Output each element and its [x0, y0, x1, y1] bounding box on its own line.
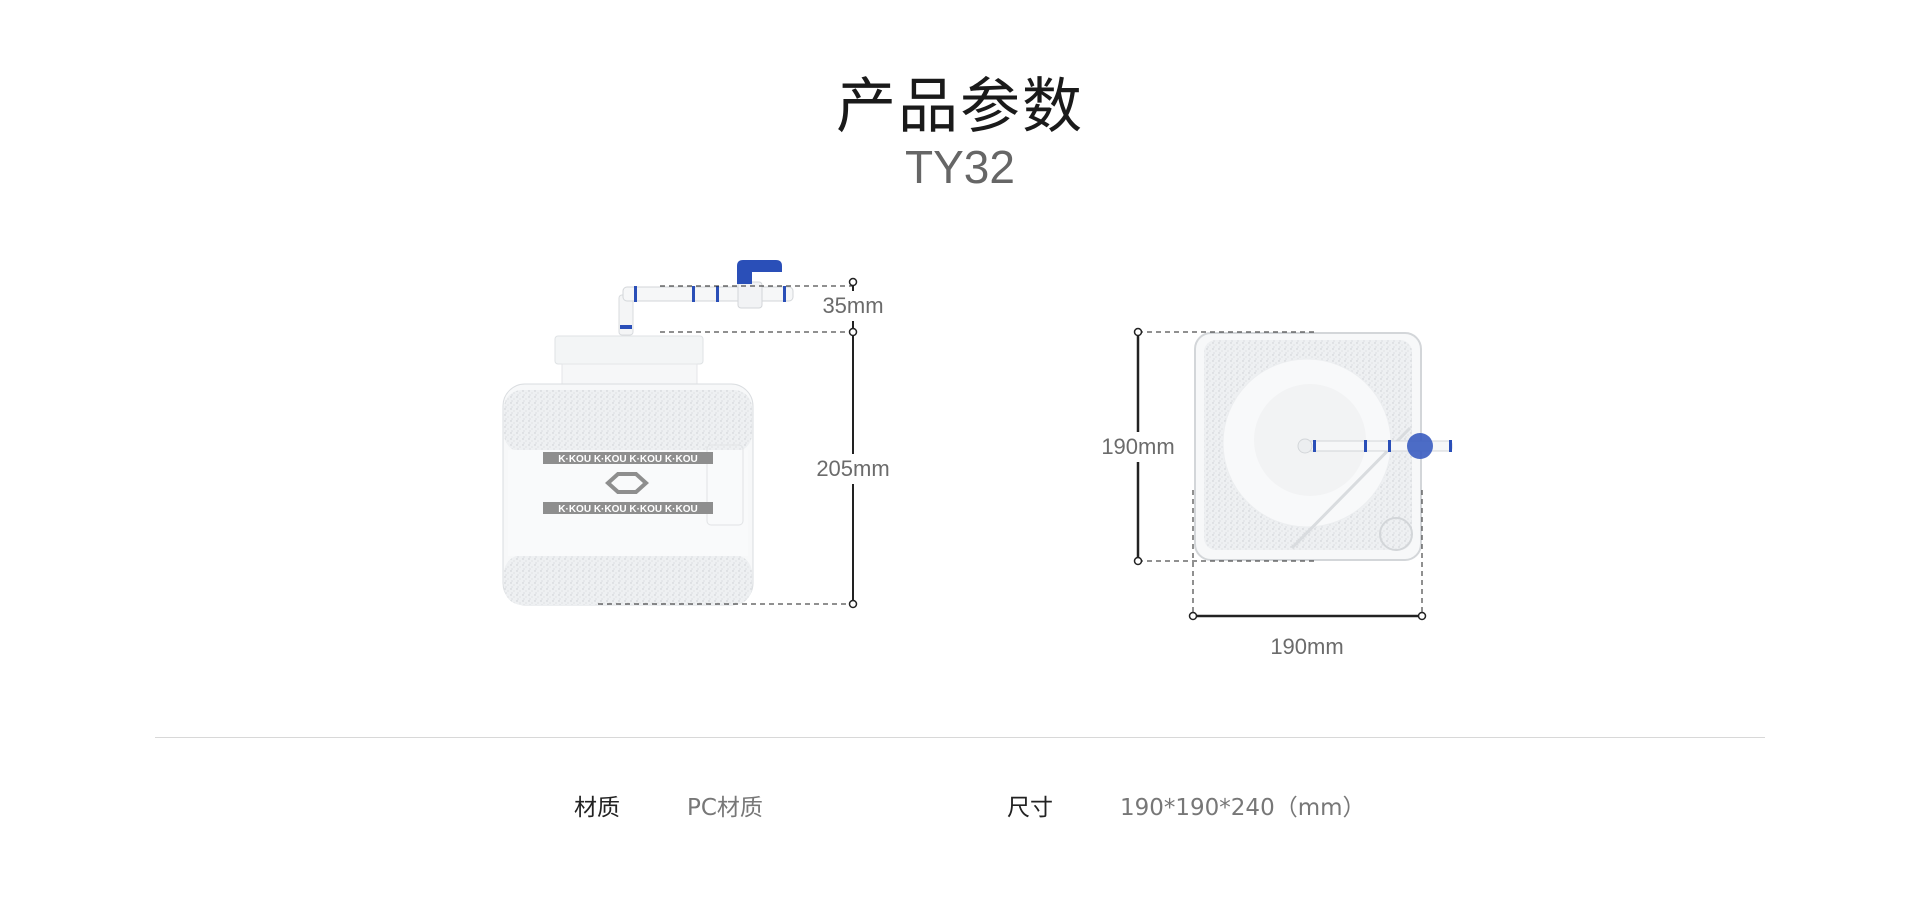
- brand-label-top: K·KOU K·KOU K·KOU K·KOU: [558, 454, 697, 465]
- spec-size-label: 尺寸: [1007, 795, 1053, 821]
- model-number: TY32: [905, 141, 1015, 193]
- pipe-height-label: 35mm: [822, 291, 884, 321]
- depth-label: 190mm: [1101, 432, 1175, 462]
- spec-material-value: PC材质: [687, 795, 763, 821]
- spec-material-label: 材质: [574, 795, 620, 821]
- spec-size-value: 190*190*240（mm）: [1120, 795, 1366, 821]
- brand-label-bottom: K·KOU K·KOU K·KOU K·KOU: [558, 504, 697, 515]
- divider: [155, 737, 1765, 738]
- jug-top-view: [1194, 332, 1453, 561]
- jug-side-view: K·KOU K·KOU K·KOU K·KOU K·KOU K·KOU K·KO…: [502, 335, 754, 606]
- width-label: 190mm: [1270, 632, 1344, 662]
- side-dimension-lines: [598, 277, 858, 609]
- pipe-and-valve: [618, 260, 794, 336]
- brand-logo-icon: [605, 472, 649, 494]
- page-title: 产品参数: [836, 72, 1084, 142]
- body-height-label: 205mm: [816, 454, 890, 484]
